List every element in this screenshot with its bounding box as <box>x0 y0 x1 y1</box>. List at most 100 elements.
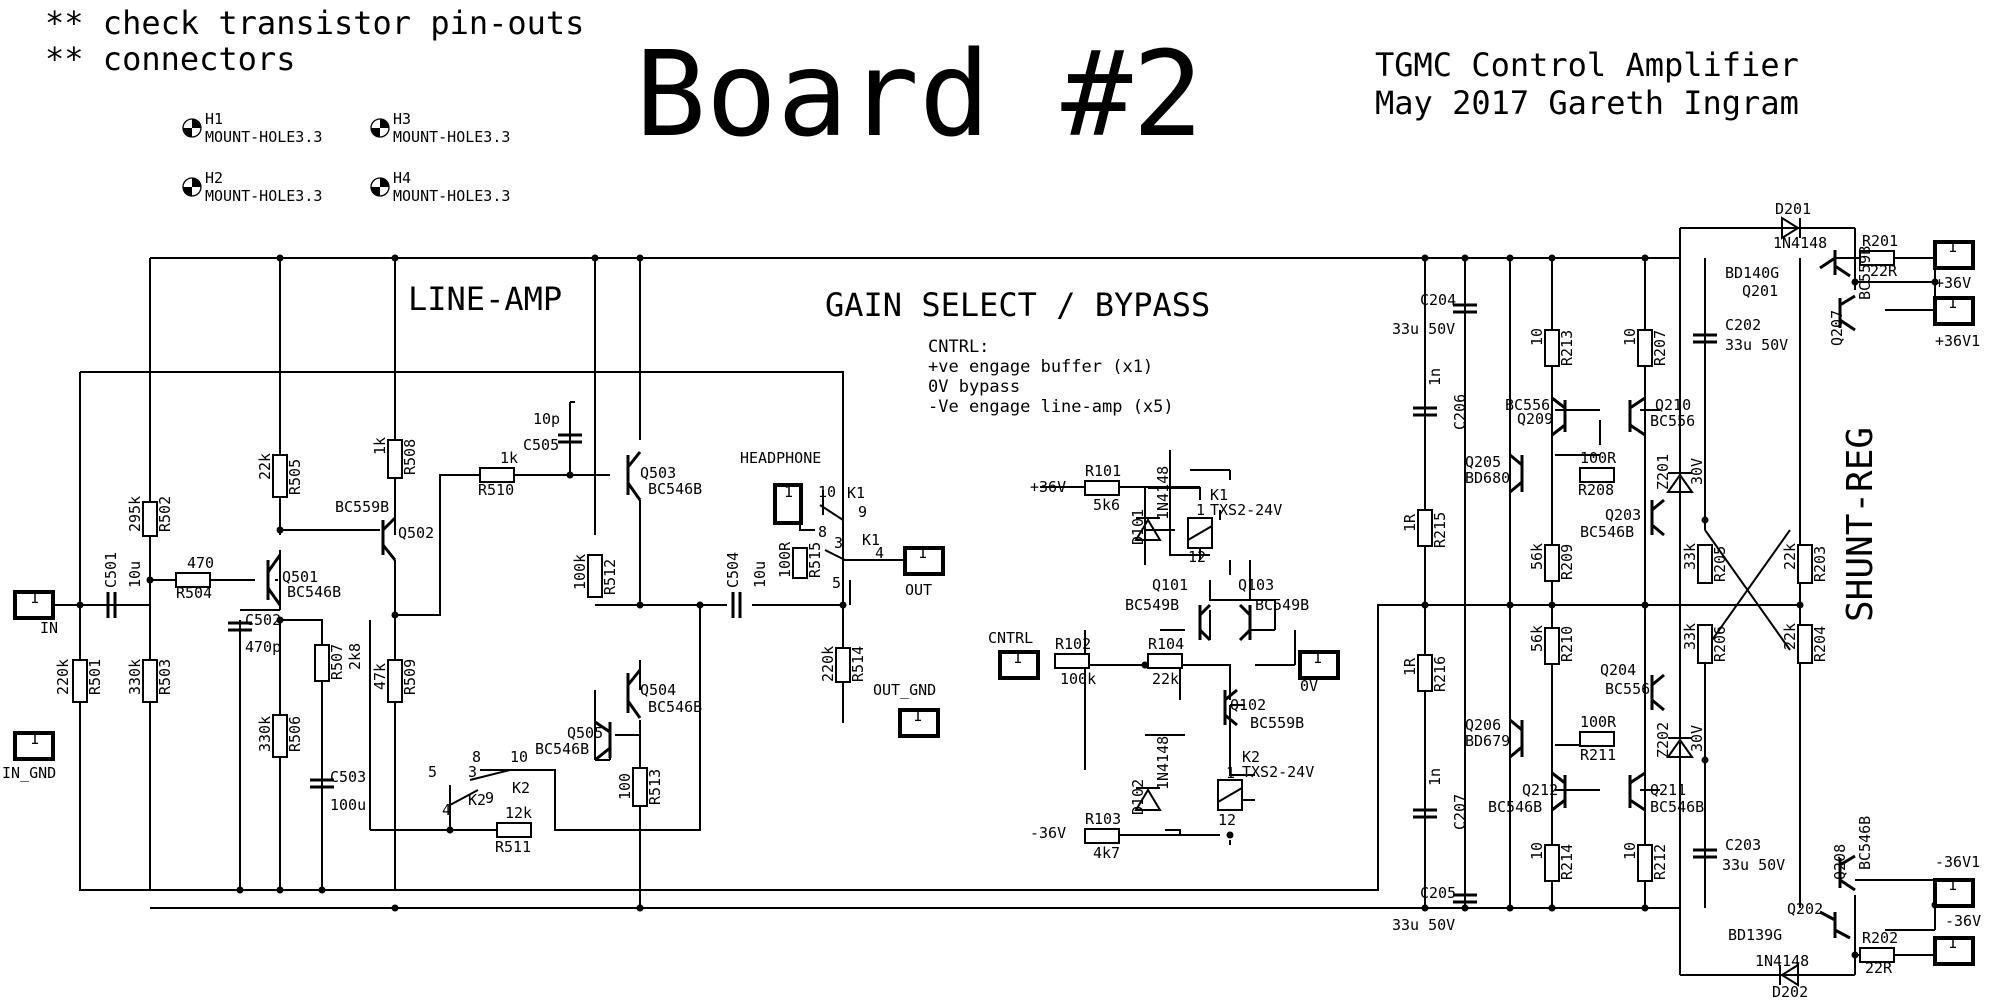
resistor-r207 <box>1637 329 1653 367</box>
junction <box>1641 601 1649 609</box>
q202-ref: Q202 <box>1787 900 1823 918</box>
r213-ref: R213 <box>1558 330 1576 366</box>
c206-ref: C206 <box>1451 394 1469 430</box>
section-line-amp: LINE-AMP <box>408 280 562 318</box>
junction <box>636 601 644 609</box>
connector-out-gnd-label: OUT_GND <box>873 681 936 699</box>
c501-value: 10u <box>126 561 144 588</box>
q207-ref: Q207 <box>1828 310 1846 346</box>
connector-in-gnd <box>13 731 55 761</box>
c502-value: 470p <box>245 638 281 656</box>
relay-labels: K1 TXS2-24V K2 TXS2-24V K1 K1 K2 K2 10 9… <box>428 483 1314 829</box>
r208-ref: R208 <box>1578 481 1614 499</box>
mount-hole-h3-ref: H3 <box>393 110 411 128</box>
q206-ref: Q206 <box>1465 716 1501 734</box>
mount-hole-h1 <box>182 118 202 138</box>
k2-pin: 10 <box>510 748 528 766</box>
connector-p36v1-label: +36V1 <box>1935 332 1980 350</box>
c204-value: 33u 50V <box>1392 320 1455 338</box>
section-gain-select: GAIN SELECT / BYPASS <box>825 286 1210 324</box>
c502-ref: C502 <box>245 611 281 629</box>
junction <box>1506 254 1514 262</box>
transistor-q209 <box>1551 396 1567 437</box>
q502-wires <box>394 258 570 890</box>
connector-pin: 1 <box>1948 238 1957 256</box>
r202-ref: R202 <box>1862 929 1898 947</box>
c204-ref: C204 <box>1420 291 1456 309</box>
note-pinouts: ** check transistor pin-outs <box>45 4 584 42</box>
q203-ref: Q203 <box>1605 506 1641 524</box>
k1-contact-ref: K1 <box>862 531 880 549</box>
r210-ref: R210 <box>1558 626 1576 662</box>
c205-ref: C205 <box>1420 884 1456 902</box>
r506-value: 330k <box>256 716 274 752</box>
resistor-r503 <box>142 659 158 703</box>
junction <box>839 601 847 609</box>
relay-coil-k1-mark <box>1187 525 1213 541</box>
connector-n36v1 <box>1933 878 1975 908</box>
junction <box>391 254 399 262</box>
resistor-r513 <box>632 767 648 807</box>
junction <box>276 616 284 624</box>
r502-ref: R502 <box>156 496 174 532</box>
r504-value: 470 <box>187 554 214 572</box>
q209-value: BC556 <box>1505 396 1550 414</box>
connector-cntrl-label: CNTRL <box>988 629 1033 647</box>
junction <box>1796 601 1804 609</box>
capacitor-labels: C501 10u C502 470p C503 100u C504 10u 10… <box>102 291 1788 934</box>
resistor-r212 <box>1637 844 1653 882</box>
junctions <box>76 254 1939 959</box>
junction <box>636 904 644 912</box>
transistor-q101 <box>1198 603 1212 642</box>
resistor-r510 <box>479 467 515 483</box>
k2-coil-pin: 1 <box>1226 764 1235 782</box>
r212-value: 10 <box>1621 842 1639 860</box>
c207-ref: C207 <box>1451 794 1469 830</box>
junction <box>276 526 284 534</box>
r501-value: 220k <box>54 659 72 695</box>
junction <box>1701 756 1709 764</box>
q202-value: BD139G <box>1728 926 1782 944</box>
q502-value: BC559B <box>335 498 389 516</box>
project-title: TGMC Control Amplifier <box>1375 46 1799 84</box>
z201-ref: Z201 <box>1654 454 1672 490</box>
k1-pin: 5 <box>832 574 841 592</box>
r104-value: 22k <box>1152 670 1179 688</box>
q501-wires <box>150 258 380 890</box>
r508-value: 1k <box>371 437 389 455</box>
q209-ref: Q209 <box>1517 410 1553 428</box>
junction <box>318 886 326 894</box>
junction <box>1226 831 1234 839</box>
r207-ref: R207 <box>1651 330 1669 366</box>
d201-value: 1N4148 <box>1773 234 1827 252</box>
r213-value: 10 <box>1528 328 1546 346</box>
resistor-r104 <box>1147 653 1183 669</box>
k1-coil-value: TXS2-24V <box>1210 501 1282 519</box>
k2-pin: 9 <box>485 789 494 807</box>
r201-ref: R201 <box>1862 232 1898 250</box>
resistor-r205 <box>1697 544 1713 584</box>
r513-value: 100 <box>616 773 634 800</box>
c203-value: 33u 50V <box>1722 856 1785 874</box>
transistor-q502 <box>381 516 397 561</box>
c503-ref: C503 <box>330 768 366 786</box>
resistor-r512 <box>587 554 603 598</box>
q103-value: BC549B <box>1255 596 1309 614</box>
q505-ref: Q505 <box>567 724 603 742</box>
diode-labels: D101 1N4148 D102 1N4148 D201 1N4148 1N41… <box>1129 200 1827 1001</box>
d101-ref: D101 <box>1129 509 1147 545</box>
connector-pin: 1 <box>1948 934 1957 952</box>
connector-p36v <box>1933 240 1975 270</box>
junction <box>236 886 244 894</box>
c203-ref: C203 <box>1725 836 1761 854</box>
transistor-q205 <box>1509 453 1524 494</box>
junction <box>591 254 599 262</box>
junction <box>1421 254 1429 262</box>
r203-ref: R203 <box>1811 546 1829 582</box>
r214-ref: R214 <box>1558 844 1576 880</box>
capacitor-c204 <box>1453 303 1477 314</box>
r202-value: 22R <box>1865 959 1893 977</box>
junction <box>1506 601 1514 609</box>
r507-value: 2k8 <box>346 643 364 670</box>
r210-value: 56k <box>1528 625 1546 652</box>
